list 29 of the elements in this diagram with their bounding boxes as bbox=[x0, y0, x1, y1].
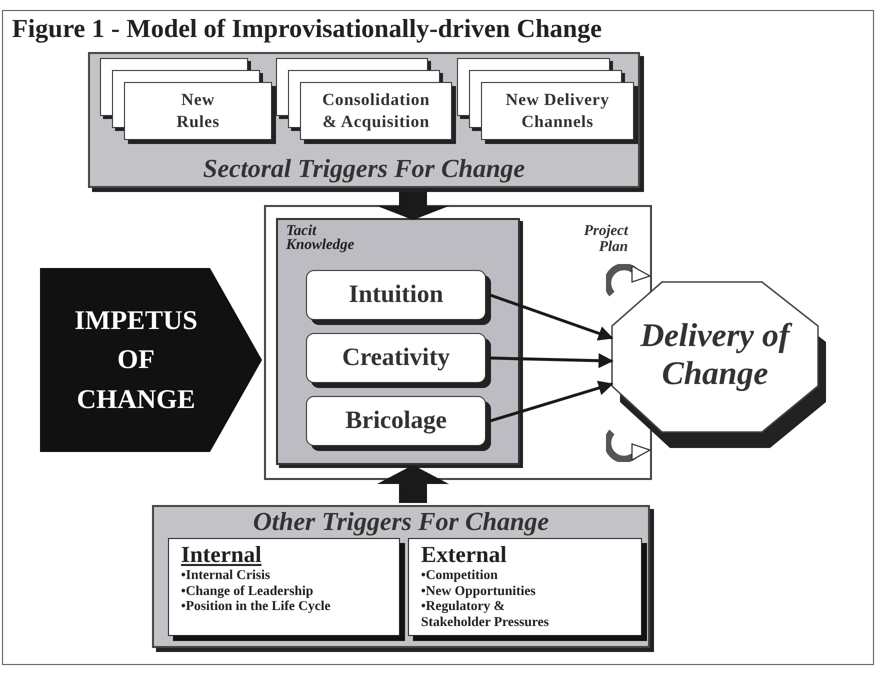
card-label: New Delivery Channels bbox=[504, 88, 610, 133]
block-arrow bbox=[377, 465, 449, 503]
card-heading: Internal bbox=[181, 543, 262, 568]
card-label: Consolidation & Acquisition bbox=[321, 88, 431, 133]
card-heading: External bbox=[421, 543, 507, 568]
bullet-item: •Competition bbox=[421, 567, 498, 583]
arrow bbox=[490, 294, 614, 341]
octagon-cycle-drawing bbox=[606, 264, 826, 462]
box-label: Creativity bbox=[342, 344, 450, 372]
pentagon-arrow bbox=[40, 268, 262, 452]
bullet-item: •Position in the Life Cycle bbox=[181, 598, 330, 614]
arrow bbox=[490, 380, 614, 422]
bullet-item: •Change of Leadership bbox=[181, 582, 314, 598]
arrow bbox=[490, 353, 614, 368]
bullet-item: •New Opportunities bbox=[421, 582, 536, 598]
node-label: IMPETUS OF CHANGE bbox=[74, 304, 198, 416]
box-label: Intuition bbox=[348, 281, 444, 309]
panel-heading: Other Triggers For Change bbox=[252, 507, 550, 537]
bullet-item: •Internal Crisis bbox=[181, 567, 270, 583]
knowledge-panel bbox=[276, 218, 520, 465]
panel-label: Tacit Knowledge bbox=[286, 224, 356, 252]
annotation-text: Project Plan bbox=[582, 224, 628, 256]
node-label: Delivery of Change bbox=[636, 318, 794, 394]
block-arrow bbox=[377, 192, 449, 220]
figure-title: Figure 1 - Model of Improvisationally-driven Change bbox=[12, 14, 602, 44]
panel-heading: Sectoral Triggers For Change bbox=[202, 154, 526, 184]
card-label: New Rules bbox=[175, 88, 221, 133]
bullet-item: •Regulatory & Stakeholder Pressures bbox=[421, 598, 550, 630]
box-label: Bricolage bbox=[345, 407, 447, 435]
